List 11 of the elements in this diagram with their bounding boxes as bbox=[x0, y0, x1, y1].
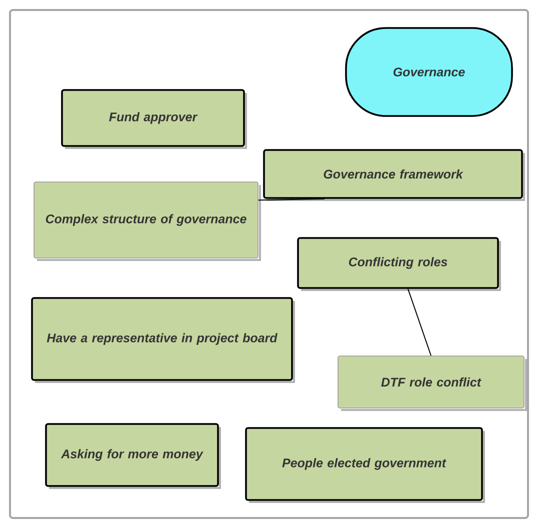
note-box: Governance framework bbox=[263, 149, 525, 201]
note-box: DTF role conflict bbox=[338, 356, 527, 411]
rounded-box: Governance bbox=[345, 27, 513, 117]
connector-line bbox=[408, 288, 432, 356]
note-box: Have a representative in project board bbox=[31, 297, 295, 383]
note-box: Complex structure of governance bbox=[34, 182, 261, 261]
note-box: People elected government bbox=[245, 427, 485, 503]
note-box: Asking for more money bbox=[45, 423, 221, 489]
note-box: Fund approver bbox=[61, 89, 247, 149]
note-box: Conflicting roles bbox=[297, 237, 501, 291]
connector-line bbox=[258, 198, 326, 201]
